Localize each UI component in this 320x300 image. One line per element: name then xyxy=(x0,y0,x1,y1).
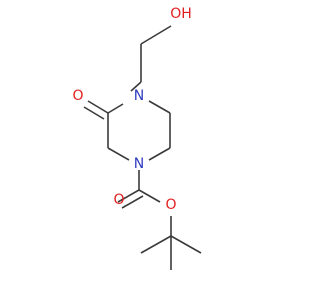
atom-labels: OH N O N O O xyxy=(72,6,191,213)
atom-oh: OH xyxy=(170,6,192,22)
bond-n4-c3 xyxy=(107,103,124,114)
atom-n4: N xyxy=(134,88,144,104)
bonds xyxy=(83,25,202,270)
atom-ester-o-double: O xyxy=(113,192,124,208)
bond-ccarb-o-single xyxy=(138,189,161,203)
bond-c3-o-double-b xyxy=(83,106,105,120)
bond-ctert-me3 xyxy=(170,235,202,254)
bond-ccarb-o-double-b xyxy=(121,195,144,209)
atom-carbonyl-o: O xyxy=(72,88,83,104)
molecule-svg: OH N O N O O xyxy=(72,6,202,270)
bond-c2-n1 xyxy=(107,147,130,161)
atom-n1: N xyxy=(134,156,144,172)
bond-ccarb-o-double-a xyxy=(117,189,140,203)
bond-ctert-me2 xyxy=(140,235,172,254)
bond-c5-n4 xyxy=(148,100,171,114)
bond-c3-o-double-a xyxy=(87,100,109,114)
bond-n1-c6 xyxy=(148,147,171,161)
bond-oh-ch2a xyxy=(140,25,172,45)
atom-ester-o-single: O xyxy=(165,197,176,213)
structure-diagram: OH N O N O O xyxy=(72,6,202,270)
bond-ch2b-n4 xyxy=(130,81,142,92)
